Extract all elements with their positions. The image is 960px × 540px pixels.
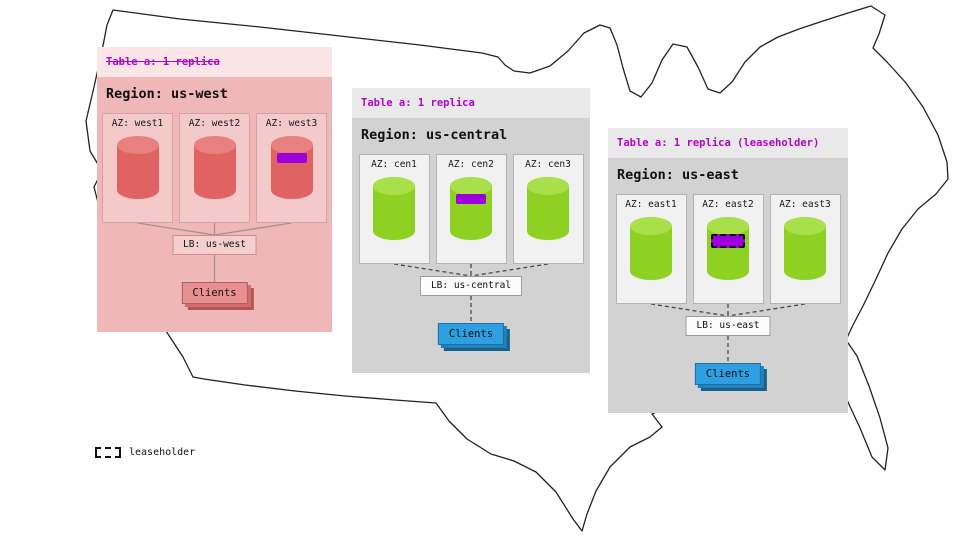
az-row: AZ: cen1 AZ: cen2 (352, 154, 590, 264)
clients-box: Clients (181, 282, 248, 304)
table-replica-label: Table a: 1 replica (106, 56, 220, 68)
az-label: AZ: west1 (111, 118, 164, 129)
region-card-us-east: Table a: 1 replica (leaseholder) Region:… (608, 128, 848, 413)
region-card-us-west: Table a: 1 replica Region: us-west AZ: w… (97, 47, 332, 332)
legend-label: leaseholder (129, 447, 196, 458)
table-replica-label: Table a: 1 replica (leaseholder) (617, 137, 820, 149)
database-cylinder-icon (116, 136, 159, 199)
region-card-us-central: Table a: 1 replica Region: us-central AZ… (352, 88, 590, 373)
connector-lines (650, 303, 806, 363)
database-cylinder-icon (270, 136, 313, 199)
az-label: AZ: east1 (625, 199, 677, 210)
az-box-west2: AZ: west2 (179, 113, 250, 223)
az-label: AZ: cen3 (525, 159, 571, 170)
leaseholder-marker (711, 234, 745, 248)
clients-box: Clients (437, 323, 505, 345)
region-title: Region: us-west (106, 86, 228, 102)
database-cylinder-icon (373, 177, 415, 240)
region-body-us-central: Region: us-central AZ: cen1 (352, 118, 590, 373)
az-box-cen3: AZ: cen3 (512, 154, 584, 264)
table-replica-label: Table a: 1 replica (361, 97, 475, 109)
table-replica-header-us-east: Table a: 1 replica (leaseholder) (608, 128, 848, 158)
database-cylinder-icon (450, 177, 492, 240)
database-cylinder-icon (193, 136, 236, 199)
az-box-west1: AZ: west1 (102, 113, 173, 223)
region-body-us-east: Region: us-east AZ: east1 (608, 158, 848, 413)
database-cylinder-icon (707, 217, 749, 280)
az-box-east3: AZ: east3 (769, 194, 841, 304)
connector-lines (393, 263, 549, 323)
region-body-us-west: Region: us-west AZ: west1 (97, 77, 332, 332)
az-box-east2: AZ: east2 (692, 194, 764, 304)
connector-lines (137, 222, 292, 282)
clients-box: Clients (694, 363, 762, 385)
database-cylinder-icon (630, 217, 672, 280)
az-box-cen2: AZ: cen2 (435, 154, 507, 264)
database-cylinder-icon (784, 217, 826, 280)
leaseholder-swatch-icon (95, 447, 121, 458)
region-title: Region: us-central (361, 127, 508, 143)
table-replica-header-us-west: Table a: 1 replica (97, 47, 332, 77)
az-box-cen1: AZ: cen1 (358, 154, 430, 264)
az-label: AZ: east3 (779, 199, 831, 210)
region-title: Region: us-east (617, 167, 739, 183)
az-label: AZ: east2 (702, 199, 754, 210)
table-replica-header-us-central: Table a: 1 replica (352, 88, 590, 118)
az-label: AZ: west3 (265, 118, 318, 129)
az-label: AZ: cen2 (448, 159, 494, 170)
az-box-east1: AZ: east1 (615, 194, 687, 304)
az-row: AZ: east1 AZ: east2 (608, 194, 848, 304)
load-balancer-box: LB: us-west (172, 235, 257, 255)
load-balancer-box: LB: us-central (419, 276, 523, 296)
az-label: AZ: cen1 (371, 159, 417, 170)
database-cylinder-icon (527, 177, 569, 240)
replica-marker (276, 153, 307, 163)
az-box-west3: AZ: west3 (256, 113, 327, 223)
legend: leaseholder (95, 447, 195, 458)
replica-marker (456, 194, 486, 204)
load-balancer-box: LB: us-east (685, 316, 771, 336)
az-row: AZ: west1 AZ: west2 (97, 113, 332, 223)
az-label: AZ: west2 (188, 118, 241, 129)
